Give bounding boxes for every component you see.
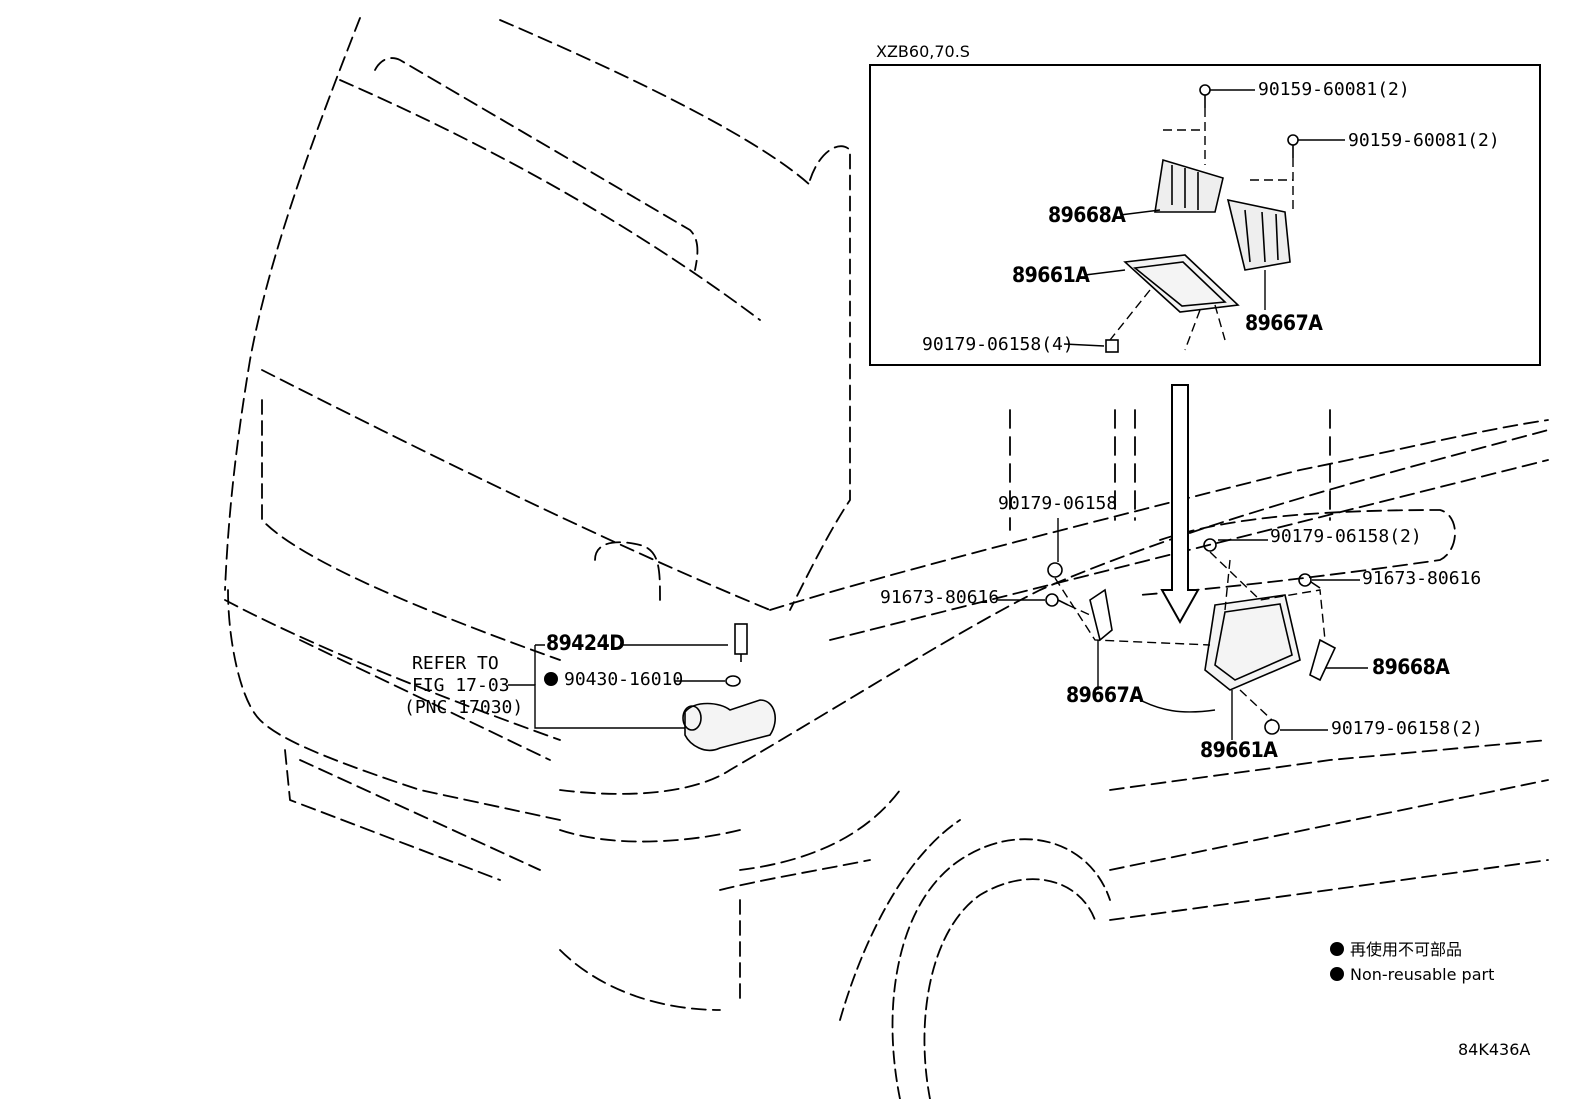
non-reusable-dot-icon — [544, 672, 558, 686]
callout-89668A-inset: 89668A — [1048, 203, 1126, 227]
legend-dot-icon — [1330, 942, 1344, 956]
legend-dot-icon-2 — [1330, 967, 1344, 981]
callout-90179-06158-right: 90179-06158(2) — [1270, 526, 1422, 547]
callout-91673-80616-left: 91673-80616 — [880, 587, 1000, 608]
refer-note-line2: FIG 17-03 — [412, 675, 510, 696]
callout-89661A-inset: 89661A — [1012, 263, 1090, 287]
callout-90159-60081-a: 90159-60081(2) — [1258, 79, 1410, 100]
callout-90179-06158-lower: 90179-06158(2) — [1331, 718, 1483, 739]
callout-90430-16010: 90430-16010 — [544, 670, 683, 690]
inset-title: XZB60,70.S — [876, 42, 970, 61]
refer-note-line1: REFER TO — [412, 653, 499, 674]
figure-code: 84K436A — [1458, 1040, 1531, 1059]
legend-en: Non-reusable part — [1330, 965, 1494, 985]
callout-89661A-main: 89661A — [1200, 738, 1278, 762]
callout-89667A-main: 89667A — [1066, 683, 1144, 707]
wheel — [839, 819, 1111, 1099]
callout-89668A-main: 89668A — [1372, 655, 1450, 679]
callout-90159-60081-b: 90159-60081(2) — [1348, 130, 1500, 151]
callout-89424D: 89424D — [546, 631, 625, 655]
callout-90179-06158: 90179-06158 — [998, 493, 1118, 514]
main-parts — [682, 538, 1337, 752]
legend-jp: 再使用不可部品 — [1330, 940, 1462, 960]
inset-frame — [869, 64, 1541, 366]
refer-note-line3: (PNC 17030) — [404, 697, 524, 718]
vehicle-body-outline — [224, 17, 1549, 1011]
down-arrow — [1160, 384, 1200, 625]
callout-91673-80616-right: 91673-80616 — [1362, 568, 1482, 589]
inset-parts — [1105, 84, 1299, 353]
callout-89667A-inset: 89667A — [1245, 311, 1323, 335]
callout-90179-06158-inset: 90179-06158(4) — [922, 334, 1074, 355]
